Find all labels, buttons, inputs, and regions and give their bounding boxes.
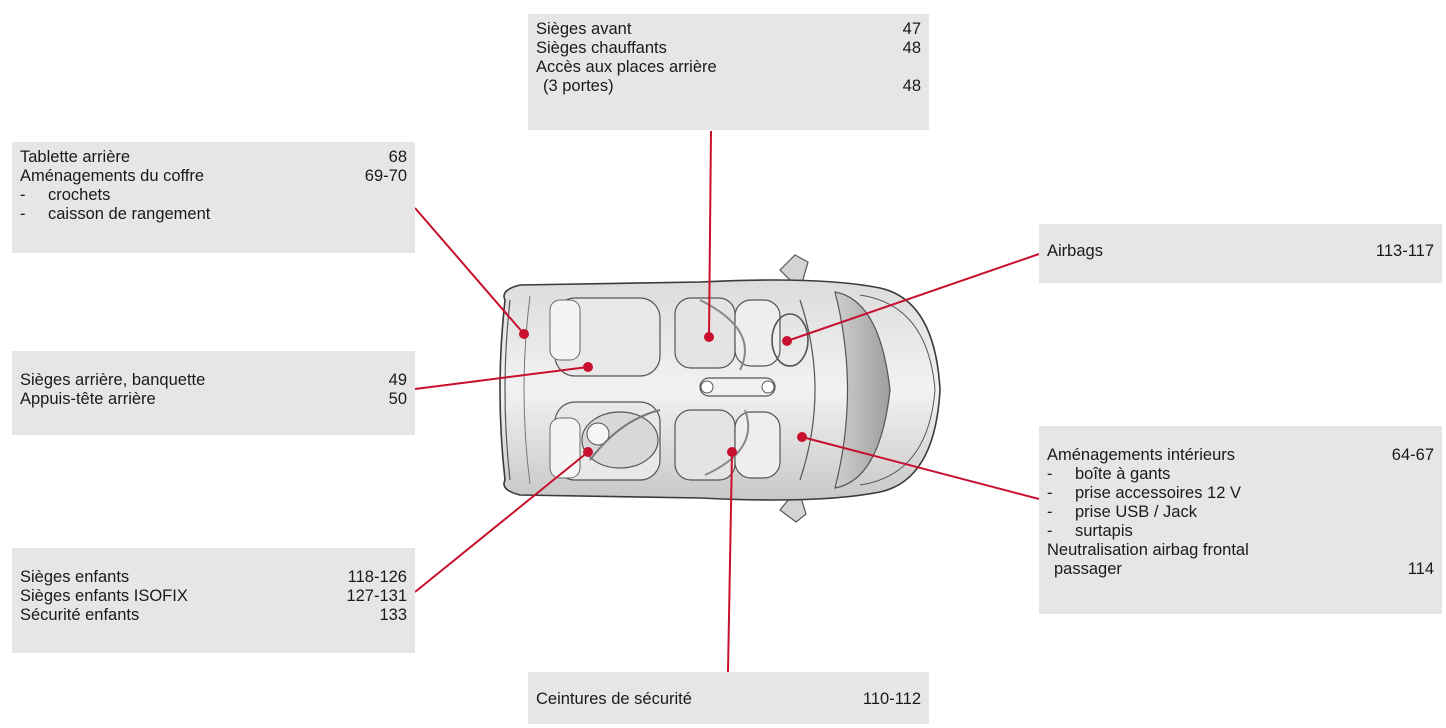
subitem: - boîte à gants	[1047, 465, 1171, 483]
entry-boot-fittings: Aménagements du coffre 69-70	[20, 167, 407, 186]
leader-child-seats	[414, 451, 589, 593]
subitem-label: crochets	[48, 186, 111, 204]
entry-heated-seats: Sièges chauffants 48	[536, 39, 921, 58]
leader-interior	[801, 436, 1040, 500]
subitem: - caisson de rangement	[20, 205, 211, 223]
box-rear-seats: Sièges arrière, banquette 49 Appuis-tête…	[12, 351, 415, 435]
subitem: - prise accessoires 12 V	[1047, 484, 1241, 502]
entry-page: 110-112	[862, 690, 921, 708]
dot-rear-seats	[583, 362, 593, 372]
entry-page: 47	[902, 20, 921, 38]
entry-page: 114	[1407, 560, 1434, 578]
entry-label: passager	[1054, 560, 1122, 578]
entry-isofix: Sièges enfants ISOFIX 127-131	[20, 587, 407, 606]
subitem-label: caisson de rangement	[48, 205, 211, 223]
subitem-label: boîte à gants	[1075, 465, 1171, 483]
leader-rear-shelf	[414, 207, 525, 335]
entry-label: Sièges avant	[536, 20, 632, 38]
entry-airbags: Airbags 113-117	[1047, 242, 1434, 261]
box-airbags: Airbags 113-117	[1039, 224, 1442, 283]
subitem: - surtapis	[1047, 522, 1133, 540]
leader-lines	[414, 130, 1040, 673]
leader-seats-front	[708, 130, 712, 338]
entry-label: Sièges arrière, banquette	[20, 371, 206, 389]
entry-page	[1424, 541, 1434, 560]
entry-page: 68	[388, 148, 407, 166]
box-interior: Aménagements intérieurs 64-67 - boîte à …	[1039, 426, 1442, 614]
entry-page: 133	[379, 606, 407, 624]
leader-rear-seats	[414, 366, 589, 390]
subitem: - crochets	[20, 186, 111, 204]
box-belts: Ceintures de sécurité 110-112	[528, 672, 929, 724]
subitem-label: prise accessoires 12 V	[1075, 484, 1241, 502]
dot-seats-front	[704, 332, 714, 342]
entry-label: Sièges chauffants	[536, 39, 667, 57]
entry-label: Sièges enfants ISOFIX	[20, 587, 188, 605]
entry-label: Ceintures de sécurité	[536, 690, 692, 708]
entry-label: Aménagements intérieurs	[1047, 446, 1236, 464]
entry-page: 127-131	[346, 587, 407, 605]
entry-airbag-deactivation-cont: passager 114	[1047, 560, 1434, 579]
entry-child-safety: Sécurité enfants 133	[20, 606, 407, 625]
box-child-seats: Sièges enfants 118-126 Sièges enfants IS…	[12, 548, 415, 653]
entry-child-seats: Sièges enfants 118-126	[20, 568, 407, 587]
entry-rear-access: Accès aux places arrière	[536, 58, 921, 77]
entry-label: Sièges enfants	[20, 568, 130, 586]
entry-airbag-deactivation: Neutralisation airbag frontal	[1047, 541, 1434, 560]
entry-seat-belts: Ceintures de sécurité 110-112	[536, 690, 921, 709]
entry-rear-access-cont: (3 portes) 48	[536, 77, 921, 96]
dot-interior	[797, 432, 807, 442]
entry-page: 113-117	[1375, 242, 1434, 260]
entry-label: Airbags	[1047, 242, 1103, 260]
entry-page: 48	[902, 39, 921, 57]
entry-interior-fittings: Aménagements intérieurs 64-67	[1047, 446, 1434, 465]
leader-belts	[727, 451, 733, 673]
entry-rear-shelf: Tablette arrière 68	[20, 148, 407, 167]
dot-child-seats	[583, 447, 593, 457]
subitem-label: surtapis	[1075, 522, 1133, 540]
leader-dots	[519, 329, 807, 457]
entry-page: 118-126	[347, 568, 407, 586]
box-rear-shelf: Tablette arrière 68 Aménagements du coff…	[12, 142, 415, 253]
entry-label: Tablette arrière	[20, 148, 131, 166]
entry-label: Appuis-tête arrière	[20, 390, 156, 408]
entry-rear-bench: Sièges arrière, banquette 49	[20, 371, 407, 390]
entry-label: Sécurité enfants	[20, 606, 140, 624]
entry-page	[911, 58, 921, 77]
entry-rear-headrests: Appuis-tête arrière 50	[20, 390, 407, 409]
car-body	[499, 254, 941, 523]
entry-label: Accès aux places arrière	[536, 58, 717, 76]
subitem-label: prise USB / Jack	[1075, 503, 1197, 521]
entry-label: Aménagements du coffre	[20, 167, 205, 185]
dot-belts	[727, 447, 737, 457]
leader-airbags	[786, 253, 1040, 342]
entry-page: 64-67	[1391, 446, 1434, 464]
dot-rear-shelf	[519, 329, 529, 339]
entry-page: 69-70	[364, 167, 407, 185]
box-seats-front: Sièges avant 47 Sièges chauffants 48 Acc…	[528, 14, 929, 130]
entry-seats-front: Sièges avant 47	[536, 20, 921, 39]
entry-page: 48	[902, 77, 921, 95]
dot-airbags	[782, 336, 792, 346]
entry-label: Neutralisation airbag frontal	[1047, 541, 1249, 559]
subitem: - prise USB / Jack	[1047, 503, 1197, 521]
entry-page: 50	[388, 390, 407, 408]
entry-page: 49	[388, 371, 407, 389]
entry-label: (3 portes)	[543, 77, 614, 95]
